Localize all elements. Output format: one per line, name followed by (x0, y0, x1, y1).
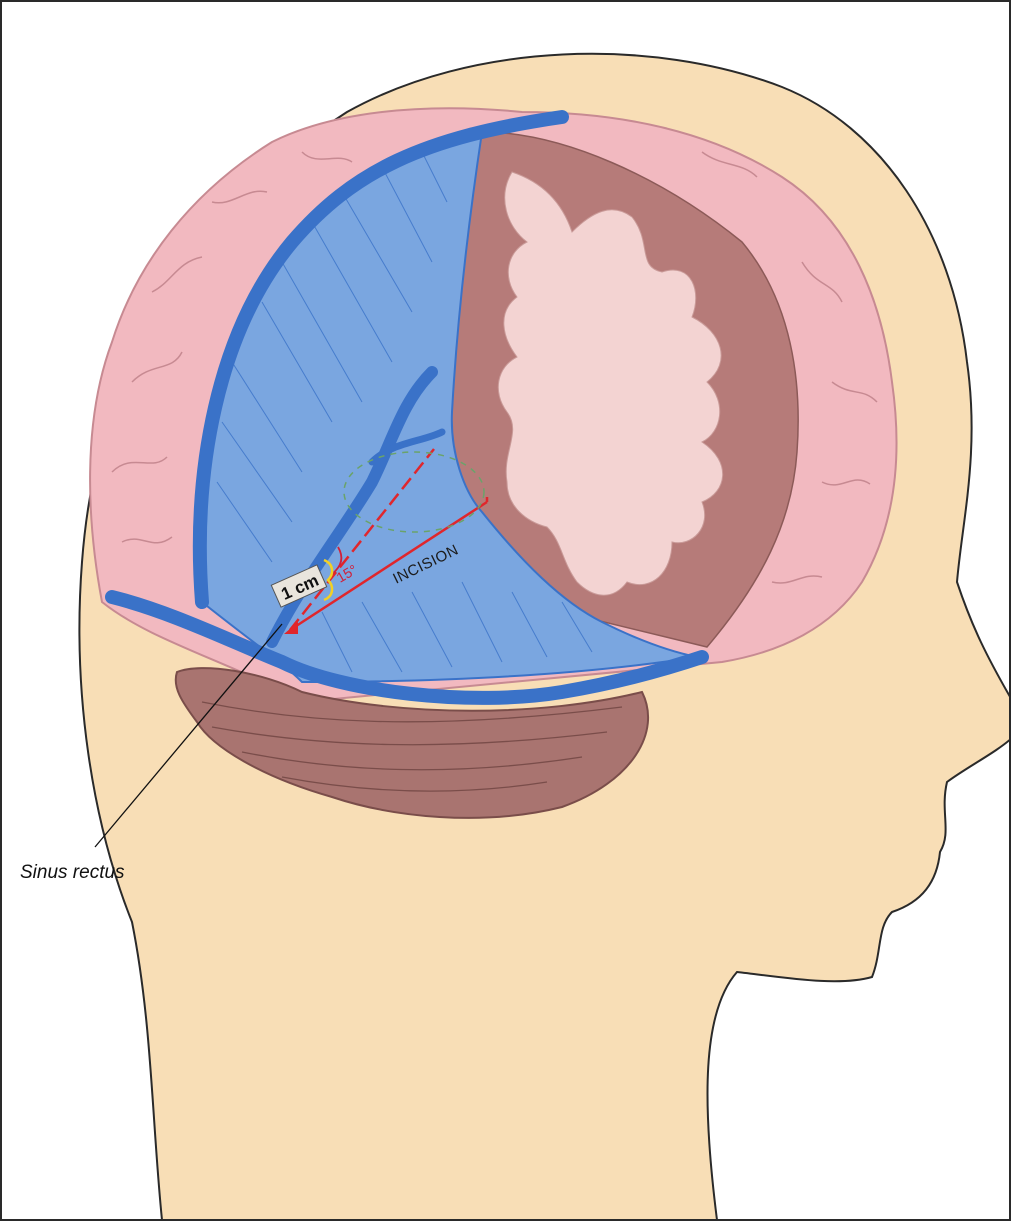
cerebellum (174, 667, 650, 819)
sinus-rectus-label: Sinus rectus (20, 862, 125, 883)
distance-bracket (323, 558, 334, 602)
gyri-lines (111, 151, 878, 584)
incision-arrowhead (284, 622, 298, 634)
cerebellar-folia (201, 701, 623, 792)
inferior-sagittal-sinus (368, 428, 446, 466)
target-region (343, 451, 485, 533)
incision-trajectory (289, 448, 489, 632)
angle-arc (331, 546, 343, 575)
distance-label-box (270, 564, 328, 608)
membrane-fibers (216, 151, 593, 673)
white-matter-section (497, 171, 724, 596)
sagittal-sinus (192, 110, 569, 609)
transverse-sinus (105, 590, 709, 705)
sinus-rectus-leader (94, 623, 283, 848)
